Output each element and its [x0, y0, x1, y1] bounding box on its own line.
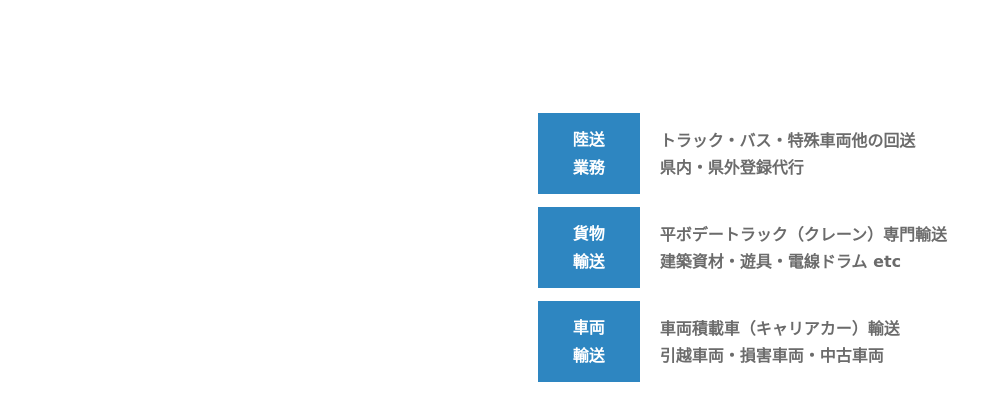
service-description-line: 県内・県外登録代行 [660, 157, 805, 177]
service-description-line: 建築資材・遊具・電線ドラム etc [660, 251, 902, 271]
service-description-line: トラック・バス・特殊車両他の回送 [660, 130, 916, 150]
service-row-vehicle-transport: 車両 輸送 車両積載車（キャリアカー）輸送 引越車両・損害車両・中古車両 [538, 301, 978, 382]
service-badge-line: 陸送 [572, 129, 605, 149]
service-description-line: 車両積載車（キャリアカー）輸送 [660, 318, 901, 338]
service-badge: 車両 輸送 [538, 301, 640, 382]
service-badge-line: 貨物 [572, 223, 605, 243]
service-badge-line: 輸送 [572, 345, 605, 365]
service-badge: 貨物 輸送 [538, 207, 640, 288]
service-badge-line: 輸送 [572, 251, 605, 271]
service-badge: 陸送 業務 [538, 113, 640, 194]
service-description-line: 引越車両・損害車両・中古車両 [660, 345, 885, 365]
service-badge-line: 業務 [572, 157, 605, 177]
service-row-cargo-transport: 貨物 輸送 平ボデートラック（クレーン）専門輸送 建築資材・遊具・電線ドラム e… [538, 207, 978, 288]
service-description: トラック・バス・特殊車両他の回送 県内・県外登録代行 [660, 127, 916, 181]
service-row-land-transport: 陸送 業務 トラック・バス・特殊車両他の回送 県内・県外登録代行 [538, 113, 978, 194]
services-list: 陸送 業務 トラック・バス・特殊車両他の回送 県内・県外登録代行 貨物 輸送 平… [538, 113, 978, 382]
service-description: 平ボデートラック（クレーン）専門輸送 建築資材・遊具・電線ドラム etc [660, 221, 947, 275]
service-badge-line: 車両 [572, 317, 605, 337]
service-description: 車両積載車（キャリアカー）輸送 引越車両・損害車両・中古車両 [660, 315, 900, 369]
service-description-line: 平ボデートラック（クレーン）専門輸送 [660, 224, 948, 244]
